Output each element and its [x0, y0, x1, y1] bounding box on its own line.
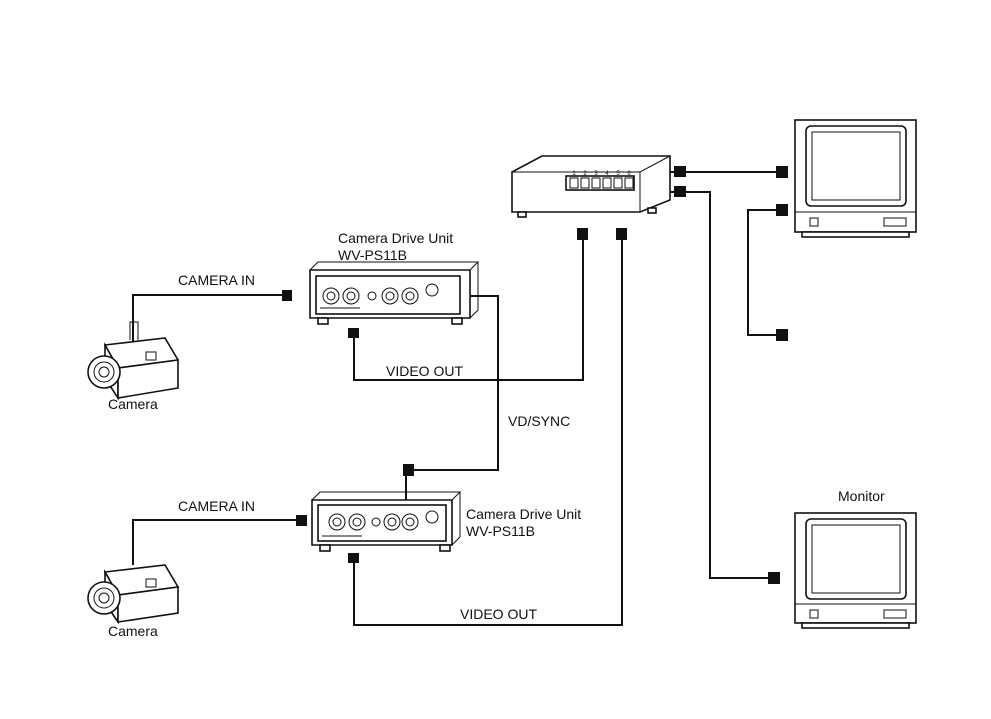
plug [674, 186, 686, 197]
plug [776, 166, 788, 178]
camera-in-label-1: CAMERA IN [178, 272, 255, 288]
plug [616, 228, 627, 240]
plug [403, 464, 414, 476]
camera-label-2: Camera [108, 623, 158, 639]
plug [348, 328, 359, 338]
camera-2 [88, 565, 178, 622]
plug [348, 553, 359, 563]
monitor-1 [795, 120, 916, 237]
plug [577, 228, 588, 240]
camera-drive-unit-2 [312, 492, 460, 551]
monitor-2 [795, 513, 916, 628]
camera-label-1: Camera [108, 396, 158, 412]
video-out-label-1: VIDEO OUT [386, 363, 463, 379]
cdu1-model-label: WV-PS11B [338, 247, 407, 263]
cable-monitor-loop [748, 210, 780, 335]
cable-camera2-to-cdu2 [133, 520, 300, 565]
camera-in-label-2: CAMERA IN [178, 498, 255, 514]
plug [296, 515, 307, 526]
cable-vd-sync [406, 296, 498, 505]
camera-drive-unit-1 [310, 262, 478, 324]
vd-sync-label: VD/SYNC [508, 413, 570, 429]
cdu2-name-label: Camera Drive Unit [466, 506, 581, 522]
monitor-label: Monitor [838, 488, 885, 504]
plug [674, 166, 686, 177]
cdu2-model-label: WV-PS11B [466, 523, 535, 539]
video-out-label-2: VIDEO OUT [460, 606, 537, 622]
plug [282, 290, 292, 301]
plug [768, 572, 780, 584]
cable-switcher-to-monitor-bottom [670, 192, 772, 578]
switcher: 1 2 3 4 5 6 [512, 156, 670, 217]
cdu1-name-label: Camera Drive Unit [338, 230, 453, 246]
cables [133, 172, 780, 625]
plug [776, 204, 788, 216]
plug [776, 329, 788, 341]
